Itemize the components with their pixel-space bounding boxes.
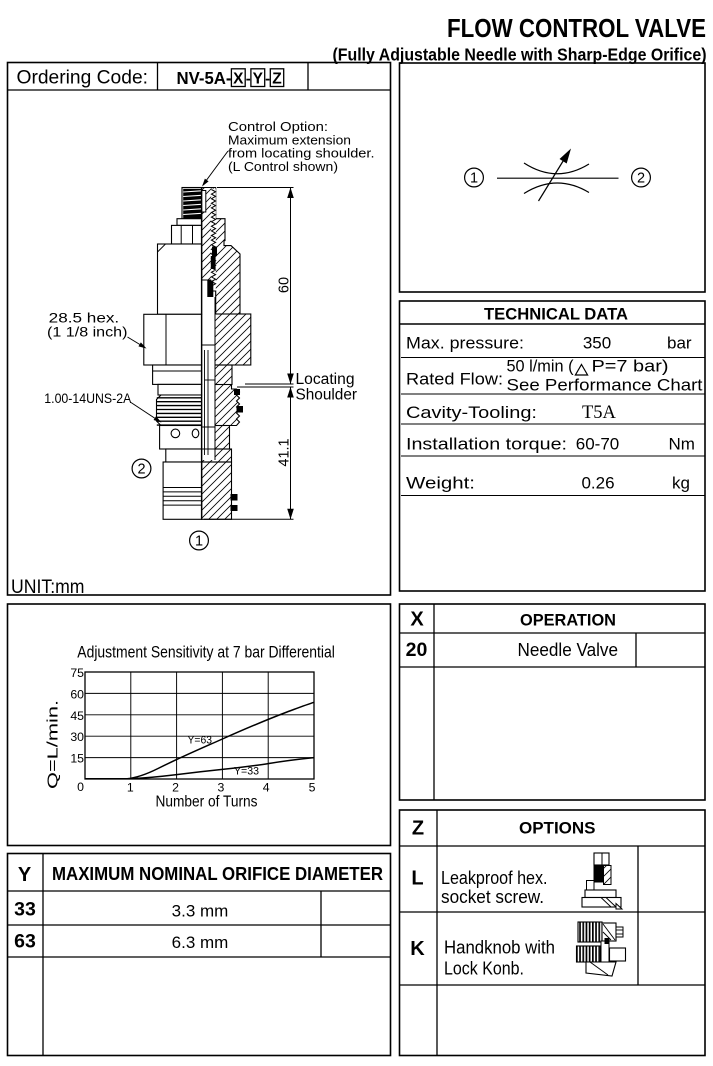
- svg-text:1.00-14UNS-2A: 1.00-14UNS-2A: [44, 391, 132, 406]
- svg-text:Control Option:: Control Option:: [228, 120, 328, 134]
- svg-text:1: 1: [470, 171, 478, 187]
- svg-text:4: 4: [263, 781, 270, 795]
- svg-text:Z: Z: [412, 818, 424, 840]
- svg-text:28.5 hex.: 28.5 hex.: [49, 311, 120, 326]
- svg-text:X: X: [410, 609, 424, 631]
- svg-text:T5A: T5A: [582, 403, 617, 423]
- svg-text:UNIT:mm: UNIT:mm: [11, 576, 85, 598]
- svg-text:See Performance Chart: See Performance Chart: [507, 376, 703, 395]
- svg-text:15: 15: [70, 752, 84, 766]
- svg-text:3.3 mm: 3.3 mm: [172, 902, 229, 921]
- svg-text:NV-5A-: NV-5A-: [177, 68, 232, 88]
- svg-text:Nm: Nm: [669, 435, 695, 454]
- svg-text:20: 20: [406, 639, 428, 661]
- svg-text:(Fully Adjustable Needle with: (Fully Adjustable Needle with Sharp-Edge…: [333, 45, 707, 65]
- svg-text:Max. pressure:: Max. pressure:: [406, 334, 524, 353]
- svg-text:Y: Y: [253, 71, 264, 88]
- svg-text:L: L: [411, 868, 423, 890]
- svg-text:63: 63: [14, 931, 36, 953]
- svg-text:6.3 mm: 6.3 mm: [172, 933, 229, 952]
- svg-text:Weight:: Weight:: [406, 474, 475, 493]
- svg-text:-: -: [265, 71, 270, 88]
- svg-text:P=7 bar): P=7 bar): [592, 357, 669, 376]
- svg-text:Ordering Code:: Ordering Code:: [17, 67, 149, 89]
- svg-text:45: 45: [70, 709, 84, 723]
- svg-text:Shoulder: Shoulder: [296, 387, 358, 404]
- svg-text:Leakproof hex.: Leakproof hex.: [441, 868, 548, 888]
- svg-text:OPTIONS: OPTIONS: [519, 819, 596, 838]
- svg-text:60: 60: [277, 277, 293, 293]
- svg-text:5: 5: [309, 781, 316, 795]
- svg-text:2: 2: [137, 462, 145, 478]
- svg-text:Installation torque:: Installation torque:: [406, 435, 567, 454]
- svg-text:TECHNICAL DATA: TECHNICAL DATA: [484, 305, 628, 324]
- svg-text:2: 2: [172, 781, 179, 795]
- svg-text:bar: bar: [667, 334, 692, 353]
- svg-text:FLOW CONTROL VALVE: FLOW CONTROL VALVE: [447, 13, 706, 43]
- svg-text:kg: kg: [672, 474, 690, 493]
- svg-text:2: 2: [637, 171, 645, 187]
- svg-text:socket screw.: socket screw.: [441, 887, 544, 907]
- svg-text:1: 1: [127, 781, 134, 795]
- svg-text:Adjustment Sensitivity at 7 ba: Adjustment Sensitivity at 7 bar Differen…: [77, 644, 335, 662]
- svg-text:(L Control shown): (L Control shown): [228, 160, 338, 174]
- svg-text:41.1: 41.1: [277, 438, 293, 466]
- svg-text:X: X: [233, 71, 244, 88]
- svg-text:0: 0: [77, 780, 84, 794]
- svg-text:Maximum extension: Maximum extension: [228, 133, 351, 147]
- svg-text:Lock Konb.: Lock Konb.: [444, 959, 524, 979]
- svg-text:Cavity-Tooling:: Cavity-Tooling:: [406, 403, 537, 422]
- svg-text:3: 3: [217, 781, 224, 795]
- svg-text:OPERATION: OPERATION: [520, 611, 616, 630]
- svg-text:K: K: [410, 938, 425, 960]
- svg-text:Number of Turns: Number of Turns: [156, 794, 258, 811]
- svg-text:Needle Valve: Needle Valve: [518, 640, 619, 660]
- svg-text:Y=63: Y=63: [188, 735, 213, 747]
- svg-text:from locating shoulder.: from locating shoulder.: [228, 147, 375, 161]
- svg-text:(1 1/8 inch): (1 1/8 inch): [47, 324, 128, 339]
- svg-text:Y: Y: [18, 864, 32, 886]
- svg-text:60: 60: [70, 687, 84, 701]
- svg-text:Y=33: Y=33: [234, 766, 259, 778]
- svg-text:1: 1: [195, 534, 203, 550]
- svg-text:60-70: 60-70: [576, 435, 619, 454]
- svg-text:MAXIMUM NOMINAL ORIFICE DIAMET: MAXIMUM NOMINAL ORIFICE DIAMETER: [52, 864, 383, 884]
- svg-text:Z: Z: [272, 71, 282, 88]
- svg-text:50 l/min (: 50 l/min (: [507, 357, 574, 376]
- svg-text:-: -: [246, 71, 251, 88]
- svg-text:Rated Flow:: Rated Flow:: [406, 370, 503, 389]
- svg-text:Handknob with: Handknob with: [444, 938, 555, 958]
- svg-text:75: 75: [70, 666, 84, 680]
- svg-text:350: 350: [583, 334, 611, 353]
- svg-text:0.26: 0.26: [581, 474, 614, 493]
- svg-text:Q=L/min.: Q=L/min.: [45, 700, 62, 789]
- svg-text:33: 33: [14, 899, 36, 921]
- svg-text:Locating: Locating: [296, 371, 355, 388]
- svg-text:30: 30: [70, 730, 84, 744]
